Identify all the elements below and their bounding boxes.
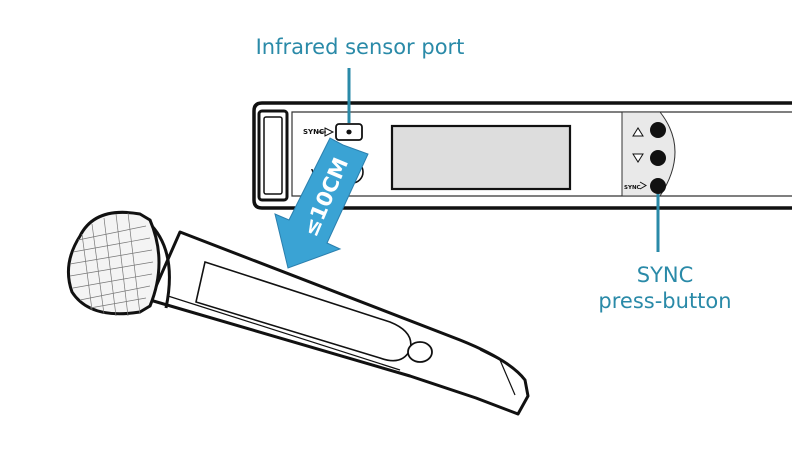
microphone-ir-window: [407, 341, 433, 363]
down-button[interactable]: [650, 150, 666, 166]
rack-handle: [257, 109, 289, 202]
infrared-sensor-port-label: Infrared sensor port: [240, 34, 480, 60]
triangle-up-icon: [632, 127, 644, 137]
button-panel: [621, 111, 676, 197]
microphone-handle-edge: [167, 295, 401, 371]
microphone-handle: [148, 230, 530, 416]
sync-label-line2: press-button: [598, 289, 732, 313]
microphone-mesh-pattern: [69, 212, 154, 317]
handheld-microphone: [66, 210, 530, 416]
lcd-display: [390, 124, 572, 191]
sync-arrow-icon: [318, 127, 335, 137]
sync-button-arrow-icon: [639, 181, 647, 190]
microphone-end-cap: [479, 349, 516, 396]
sync-button-tag: SYNC: [624, 185, 641, 191]
rack-handle-inner: [263, 116, 283, 195]
up-button[interactable]: [650, 122, 666, 138]
receiver-unit: SYNC VO SYNC: [252, 101, 792, 210]
sync-label-line1: SYNC: [636, 263, 694, 287]
triangle-down-icon: [632, 153, 644, 163]
infrared-sensor-dot: [346, 129, 352, 135]
sync-button[interactable]: [650, 178, 666, 194]
receiver-front-plate: [291, 111, 792, 197]
sync-press-button-label: SYNC press-button: [580, 262, 750, 314]
sync-tag-text: SYNC: [303, 128, 324, 136]
distance-arrow-shape: [274, 137, 369, 269]
infrared-sensor-port-text: Infrared sensor port: [255, 35, 465, 59]
